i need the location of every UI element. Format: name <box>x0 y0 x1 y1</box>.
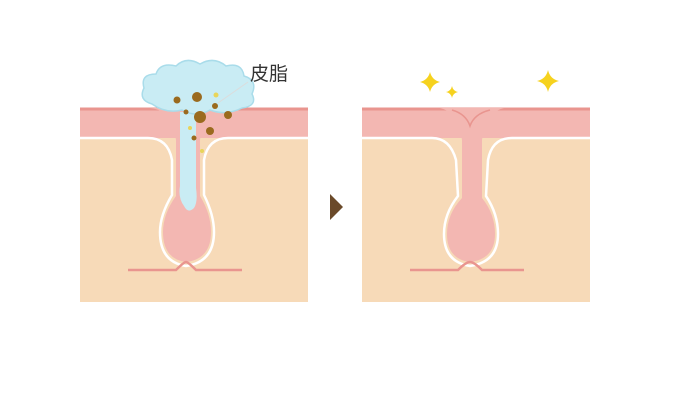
after-panel <box>362 70 590 302</box>
before-panel: 皮脂 <box>80 59 308 302</box>
before-foam-cloud <box>141 59 255 115</box>
before-base-line <box>128 260 242 272</box>
sebum-dot <box>200 149 204 153</box>
sebum-dot <box>191 135 197 141</box>
sebum-dot <box>173 96 181 104</box>
before-sebum-plug <box>179 112 197 211</box>
sebum-dot <box>213 92 219 98</box>
sebum-dot <box>206 127 214 135</box>
sparkle-icon <box>537 70 559 92</box>
sebum-leader-line <box>217 81 249 104</box>
before-sebum-dots <box>173 92 232 153</box>
triangle-right-icon <box>330 194 343 220</box>
after-base-line <box>410 260 524 272</box>
sparkle-icon <box>446 86 458 98</box>
sebum-label: 皮脂 <box>250 63 288 85</box>
before-follicle-outline <box>80 136 308 268</box>
sebum-dot <box>192 92 202 102</box>
after-pore-dip <box>451 109 491 129</box>
sebum-dot <box>224 111 232 119</box>
sebum-dot <box>183 109 189 115</box>
after-follicle <box>440 108 504 262</box>
sebum-dot <box>212 103 218 109</box>
sparkle-icon <box>420 72 440 92</box>
sebum-dot <box>194 111 206 123</box>
after-follicle-outline <box>362 136 590 268</box>
sebum-dot <box>188 126 192 130</box>
